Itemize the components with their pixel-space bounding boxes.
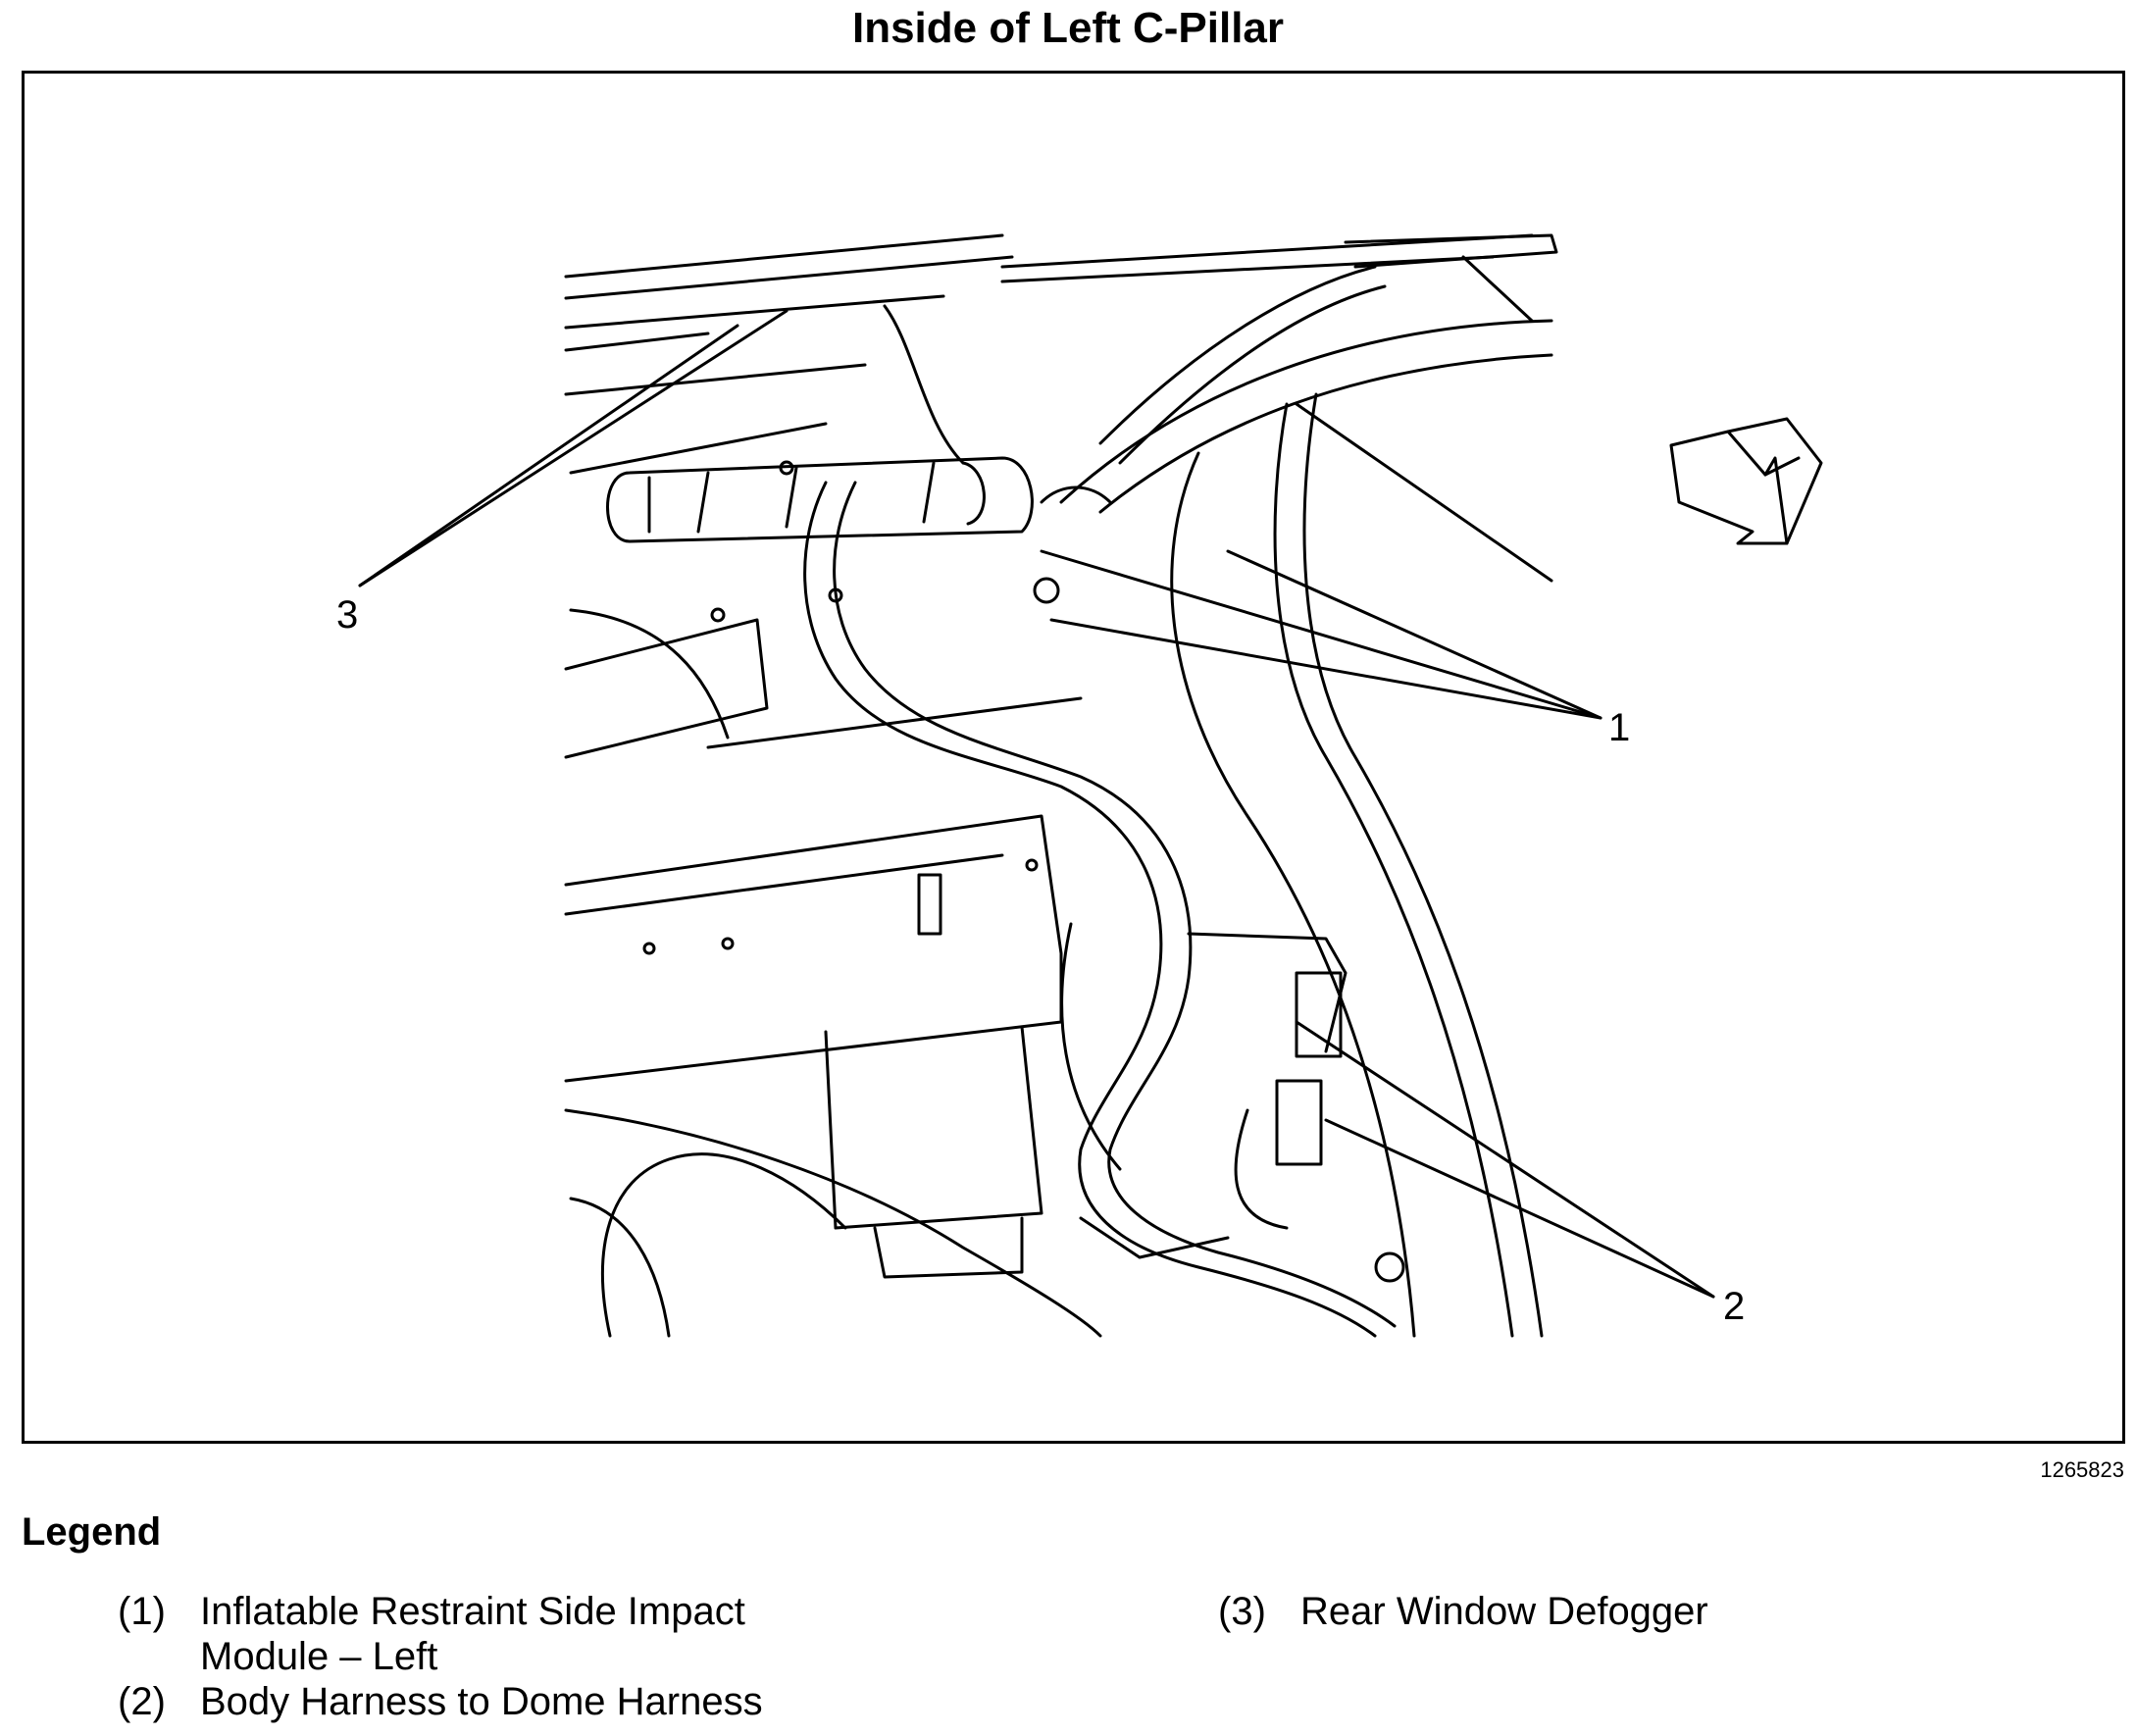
legend-number: (1) — [118, 1590, 166, 1633]
leader-lines — [358, 309, 1715, 1299]
callout-3: 3 — [336, 593, 359, 637]
legend-text: Inflatable Restraint Side Impact Module … — [200, 1590, 745, 1678]
legend-title: Legend — [22, 1510, 162, 1554]
side-impact-module-housing — [606, 456, 1112, 604]
legend-number: (3) — [1218, 1590, 1266, 1633]
callout-1: 1 — [1608, 706, 1631, 749]
legend-text: Rear Window Defogger — [1300, 1590, 1708, 1633]
diagram-title: Inside of Left C-Pillar — [851, 4, 1285, 52]
body-harness — [803, 265, 1405, 1338]
c-pillar-illustration — [358, 233, 1823, 1338]
callout-2: 2 — [1723, 1285, 1746, 1328]
roof-panel-lines — [564, 233, 1558, 475]
c-pillar-window-opening — [1059, 255, 1553, 1338]
legend-number: (2) — [118, 1680, 166, 1723]
illustration-frame — [22, 71, 2125, 1444]
structural-panels — [564, 587, 1230, 1338]
front-direction-arrow-icon — [1669, 417, 1823, 545]
legend-text: Body Harness to Dome Harness — [200, 1680, 763, 1723]
figure-id: 1265823 — [2040, 1457, 2124, 1482]
